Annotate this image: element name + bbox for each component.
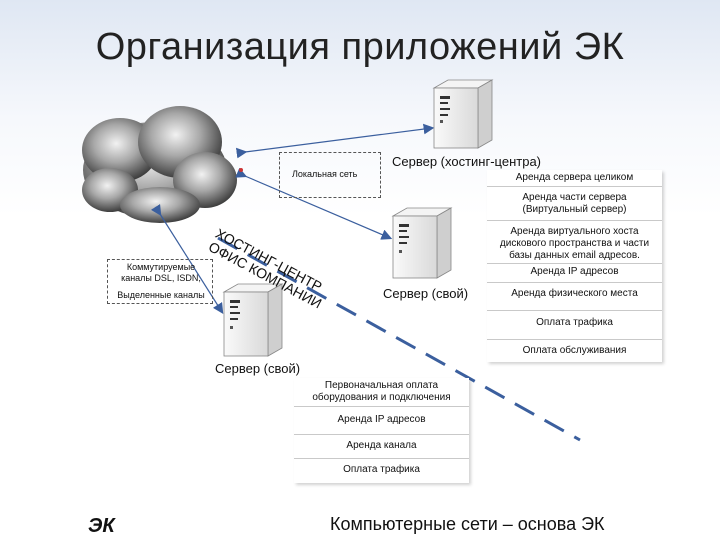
- panel-divider: [487, 282, 662, 283]
- panel-divider: [487, 339, 662, 340]
- switched-channels-label: Коммутируемые каналы DSL, ISDN,: [121, 262, 201, 283]
- hosting-cost-item: Аренда IP адресов: [530, 266, 619, 277]
- dedicated-channels-label: Выделенные каналы: [117, 290, 205, 300]
- panel-divider: [487, 220, 662, 221]
- panel-divider: [294, 406, 469, 407]
- own-server-icon: [391, 207, 453, 279]
- panel-divider: [294, 434, 469, 435]
- local-network-box: Локальная сеть: [279, 152, 381, 198]
- hosting-server-label: Сервер (хостинг-центра): [392, 154, 542, 169]
- panel-divider: [487, 186, 662, 187]
- hosting-cost-item: Оплата обслуживания: [522, 345, 627, 356]
- arrow-to-office-server: [150, 204, 224, 315]
- hosting-cost-item: Аренда части сервера (Виртуальный сервер…: [522, 192, 627, 215]
- local-network-label: Локальная сеть: [292, 169, 358, 179]
- panel-divider: [487, 263, 662, 264]
- office-server-icon: [222, 283, 284, 357]
- slide-title: Организация приложений ЭК: [95, 26, 625, 68]
- panel-divider: [294, 458, 469, 459]
- internet-cloud-icon: [82, 106, 237, 223]
- hosting-cost-item: Оплата трафика: [536, 317, 613, 328]
- office-server-label: Сервер (свой): [215, 361, 301, 376]
- hosting-cost-item: Аренда физического места: [511, 288, 638, 299]
- footer-right-text: Компьютерные сети – основа ЭК: [330, 514, 605, 534]
- hosting-server-icon: [432, 79, 494, 149]
- own-server-label: Сервер (свой): [383, 286, 469, 301]
- footer-left-text: ЭК: [88, 515, 115, 537]
- office-cost-item: Аренда канала: [346, 440, 417, 451]
- diagonal-separator: [217, 236, 581, 442]
- status-dot-icon: [239, 168, 243, 172]
- arrow-to-own-server: [235, 167, 393, 240]
- hosting-cost-item: Аренда виртуального хоста дискового прос…: [499, 226, 650, 261]
- hosting-costs-panel: Аренда сервера целиком Аренда части серв…: [487, 170, 662, 362]
- panel-divider: [487, 310, 662, 311]
- arrow-to-hosting-server: [235, 123, 435, 159]
- channels-box: Коммутируемые каналы DSL, ISDN, Выделенн…: [107, 259, 213, 304]
- office-cost-item: Оплата трафика: [343, 464, 420, 475]
- hosting-cost-item: Аренда сервера целиком: [515, 172, 634, 183]
- office-cost-item: Аренда IP адресов: [337, 414, 426, 425]
- office-costs-panel: Первоначальная оплата оборудования и под…: [294, 378, 469, 483]
- office-cost-item: Первоначальная оплата оборудования и под…: [312, 380, 451, 403]
